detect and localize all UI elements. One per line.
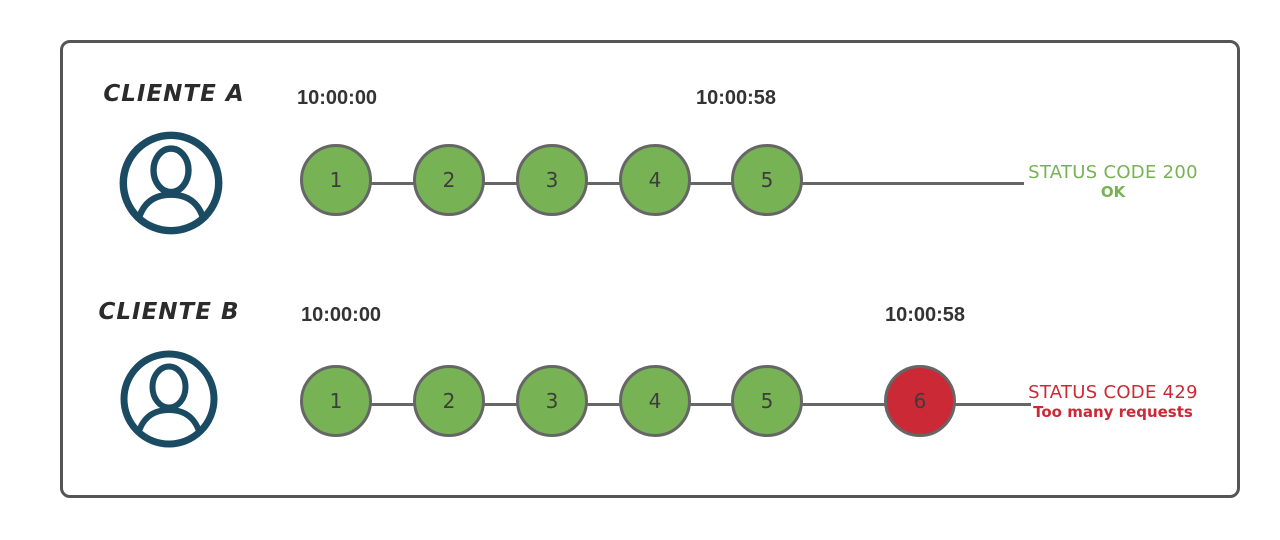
request-circle: 5 <box>731 365 803 437</box>
status-block: STATUS CODE 429 Too many requests <box>983 382 1243 421</box>
request-circle: 1 <box>300 365 372 437</box>
request-circle: 2 <box>413 365 485 437</box>
status-description-text: Too many requests <box>1033 402 1193 421</box>
request-circle: 3 <box>516 144 588 216</box>
user-avatar-icon <box>120 350 218 448</box>
status-block: STATUS CODE 200 OK <box>983 162 1243 201</box>
user-avatar-icon <box>119 131 223 235</box>
client-label: CLIENTE A <box>103 81 245 107</box>
request-circle: 4 <box>619 144 691 216</box>
rate-limit-panel: CLIENTE A 10:00:00 10:00:58 STATUS CODE … <box>60 40 1240 498</box>
request-circle: 5 <box>731 144 803 216</box>
request-circle: 6 <box>884 365 956 437</box>
status-code-text: STATUS CODE 429 <box>1028 382 1198 403</box>
status-description-text: OK <box>1100 182 1126 201</box>
start-timestamp: 10:00:00 <box>301 304 382 326</box>
request-circle: 2 <box>413 144 485 216</box>
end-timestamp: 10:00:58 <box>695 87 777 109</box>
client-label: CLIENTE B <box>98 299 240 325</box>
end-timestamp: 10:00:58 <box>884 304 966 326</box>
request-circle: 3 <box>516 365 588 437</box>
status-code-text: STATUS CODE 200 <box>1028 162 1198 183</box>
start-timestamp: 10:00:00 <box>297 87 378 109</box>
request-circle: 4 <box>619 365 691 437</box>
request-circle: 1 <box>300 144 372 216</box>
